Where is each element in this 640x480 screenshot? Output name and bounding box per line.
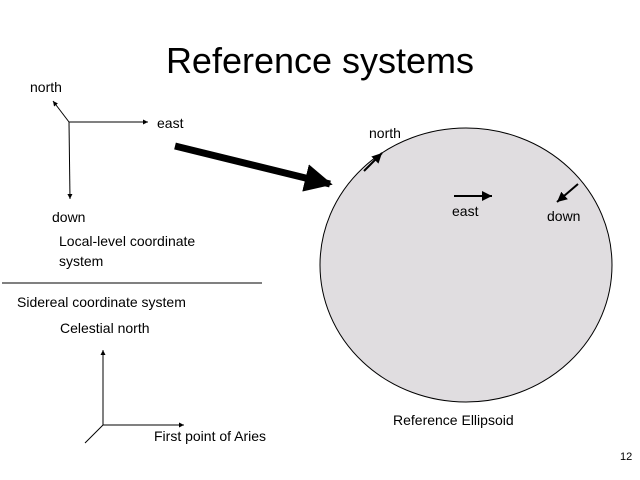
ellipsoid-caption: Reference Ellipsoid [393, 412, 514, 428]
sidereal-axes [84, 350, 184, 444]
local-caption-line1: Local-level coordinate [59, 233, 196, 249]
local-down-label: down [52, 209, 86, 225]
celestial-north-label: Celestial north [60, 320, 150, 336]
local-north-axis [52, 100, 70, 123]
aries-label: First point of Aries [154, 428, 267, 444]
ellipsoid-east-label: east [452, 203, 479, 219]
pointer-arrow [174, 142, 333, 192]
local-east-label: east [157, 115, 184, 131]
local-level-axes [52, 100, 148, 200]
local-north-label: north [30, 79, 62, 95]
third-axis [84, 424, 104, 444]
local-down-axis [67, 121, 73, 200]
local-caption-line2: system [59, 253, 104, 269]
ellipsoid-down-arrow [556, 183, 579, 203]
page-number: 12 [620, 451, 633, 463]
ellipsoid-north-label: north [369, 125, 401, 141]
ellipsoid-north-arrow [363, 152, 383, 172]
slide-title: Reference systems [165, 40, 475, 81]
sidereal-heading: Sidereal coordinate system [17, 294, 186, 310]
ellipsoid-down-label: down [547, 208, 581, 224]
reference-ellipsoid [319, 127, 613, 403]
